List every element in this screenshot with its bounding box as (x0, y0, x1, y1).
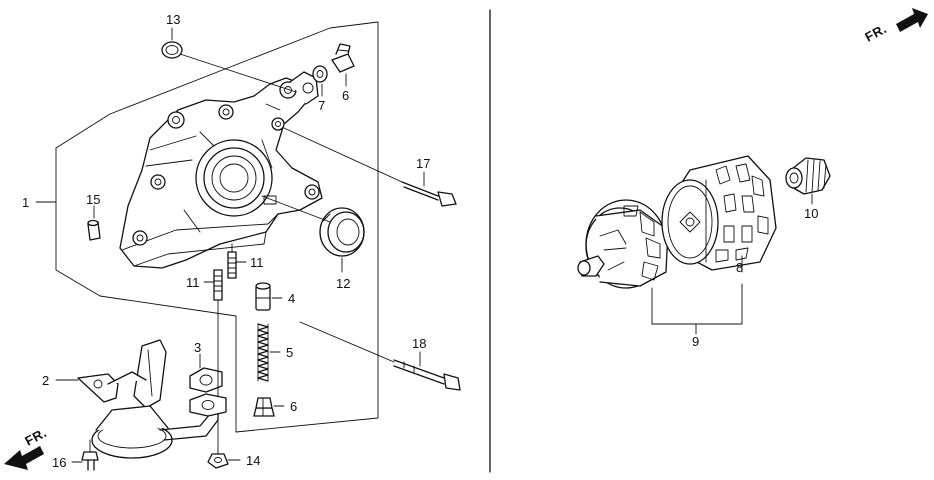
callout-9: 9 (692, 334, 699, 349)
leader-18-to-housing (299, 321, 395, 363)
callout-11-left: 11 (186, 275, 200, 290)
front-marker-bottom-left: FR. (22, 425, 49, 449)
sealing-bolt-6-bottom (253, 397, 275, 417)
callout-11-right: 11 (250, 255, 264, 270)
leader-12-to-housing (261, 195, 331, 223)
callout-4: 4 (288, 291, 295, 306)
callout-13: 13 (166, 12, 180, 27)
bolt-18 (393, 359, 461, 391)
relief-spring-5 (257, 323, 269, 382)
pump-assembly-frame (55, 21, 379, 433)
o-ring-13 (161, 41, 183, 59)
oil-pump-housing (119, 71, 323, 269)
callout-10: 10 (804, 206, 818, 221)
stud-bolt-11-left (213, 269, 223, 301)
callout-3: 3 (194, 340, 201, 355)
bolt-17 (401, 181, 457, 207)
callout-6-top: 6 (342, 88, 349, 103)
relief-valve-4 (255, 282, 271, 311)
callout-14: 14 (246, 453, 260, 468)
assembly-bracket-9 (651, 283, 743, 335)
callout-2: 2 (42, 373, 49, 388)
leader-13-to-housing (179, 53, 297, 93)
callout-1: 1 (22, 195, 29, 210)
leader-17-to-housing (283, 127, 403, 183)
callout-6-bottom: 6 (290, 399, 297, 414)
stud-bolt-11-right (227, 251, 237, 279)
callout-8: 8 (736, 260, 743, 275)
filter-cap-housing (577, 199, 669, 289)
callout-16: 16 (52, 455, 66, 470)
gasket-3 (189, 367, 223, 393)
washer-7 (312, 65, 328, 83)
callout-12: 12 (336, 276, 350, 291)
callout-7: 7 (318, 98, 325, 113)
oil-seal-12 (319, 207, 365, 257)
sealing-bolt-6-top (331, 43, 355, 73)
front-direction-arrow-top-right (896, 8, 928, 32)
callout-18: 18 (412, 336, 426, 351)
filter-element-8 (661, 155, 777, 271)
callout-15: 15 (86, 192, 100, 207)
oil-strainer-2 (77, 339, 227, 459)
nut-14 (207, 453, 229, 469)
front-marker-top-right: FR. (862, 21, 889, 45)
callout-5: 5 (286, 345, 293, 360)
callout-17: 17 (416, 156, 430, 171)
filter-fitting-10 (785, 157, 831, 195)
bolt-16 (81, 439, 99, 471)
front-direction-arrow-bottom-left (4, 446, 44, 470)
dowel-pin-15 (87, 219, 101, 241)
